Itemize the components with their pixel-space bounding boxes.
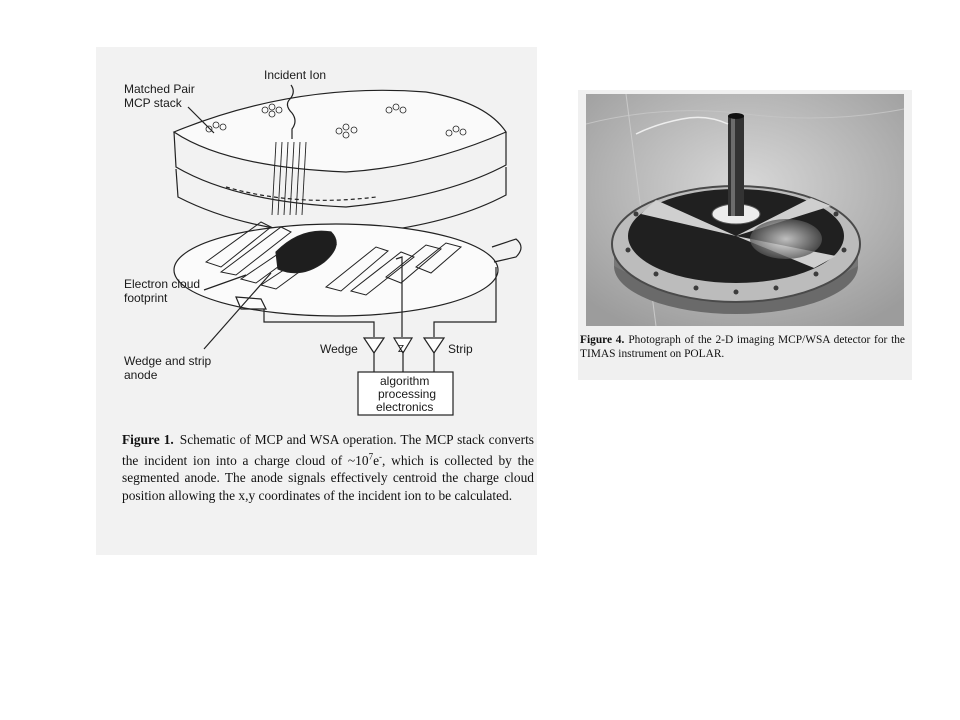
label-z: Z: [398, 344, 405, 355]
incident-ion-track: [286, 84, 296, 139]
label-cloud-line2: footprint: [124, 291, 168, 305]
cable: [635, 116, 729, 135]
mcp-channels: [271, 141, 307, 216]
label-anode-line2: anode: [124, 368, 158, 382]
leader-cloud: [203, 274, 247, 291]
label-wedge: Wedge: [320, 342, 358, 356]
figure-1-caption-text: Schematic of MCP and WSA operation. The …: [122, 432, 535, 503]
amp-strip: [422, 337, 446, 355]
wire-z: [395, 256, 403, 337]
mcp-channel-dots: [205, 103, 467, 139]
label-anode-line1: Wedge and strip: [124, 354, 212, 368]
detector-photo: [586, 94, 904, 326]
figure-1-panel: Incident Ion Matched Pair MCP stack Elec…: [96, 47, 537, 555]
label-strip: Strip: [448, 342, 473, 356]
anode-disk: [173, 223, 499, 317]
leader-mcp: [187, 106, 215, 134]
figure-1-caption: Figure 1.Schematic of MCP and WSA operat…: [122, 431, 534, 504]
figure-1-caption-label: Figure 1.: [122, 432, 174, 447]
leader-anode: [203, 272, 272, 350]
figure-4-caption-label: Figure 4.: [580, 334, 625, 346]
label-incident-ion: Incident Ion: [264, 68, 327, 82]
mcp-top-edge: [173, 131, 507, 208]
label-mcp-line2: MCP stack: [124, 96, 182, 110]
processing-box: [357, 371, 454, 416]
label-algo-line2: processing: [378, 387, 437, 401]
electron-cloud-footprint: [275, 230, 337, 274]
figure-4-caption-text: Photograph of the 2-D imaging MCP/WSA de…: [580, 334, 905, 360]
amp-wedge: [362, 337, 386, 355]
wire-strip: [433, 267, 497, 337]
label-cloud-line1: Electron cloud: [124, 277, 201, 291]
label-algo-line1: algorithm: [380, 374, 430, 388]
figure-4-caption: Figure 4.Photograph of the 2-D imaging M…: [580, 333, 905, 361]
wire-wedge: [263, 309, 375, 337]
mcp-top-surface: [172, 89, 507, 173]
label-mcp-line1: Matched Pair: [124, 82, 195, 96]
figure-4-panel: Figure 4.Photograph of the 2-D imaging M…: [578, 90, 912, 380]
wsa-schematic-diagram: [172, 84, 522, 416]
anode-tab-left: [235, 296, 267, 310]
central-tube: [728, 116, 744, 216]
anode-tab-right: [491, 238, 522, 263]
label-algo-line3: electronics: [376, 400, 434, 414]
amp-z: [392, 337, 414, 355]
